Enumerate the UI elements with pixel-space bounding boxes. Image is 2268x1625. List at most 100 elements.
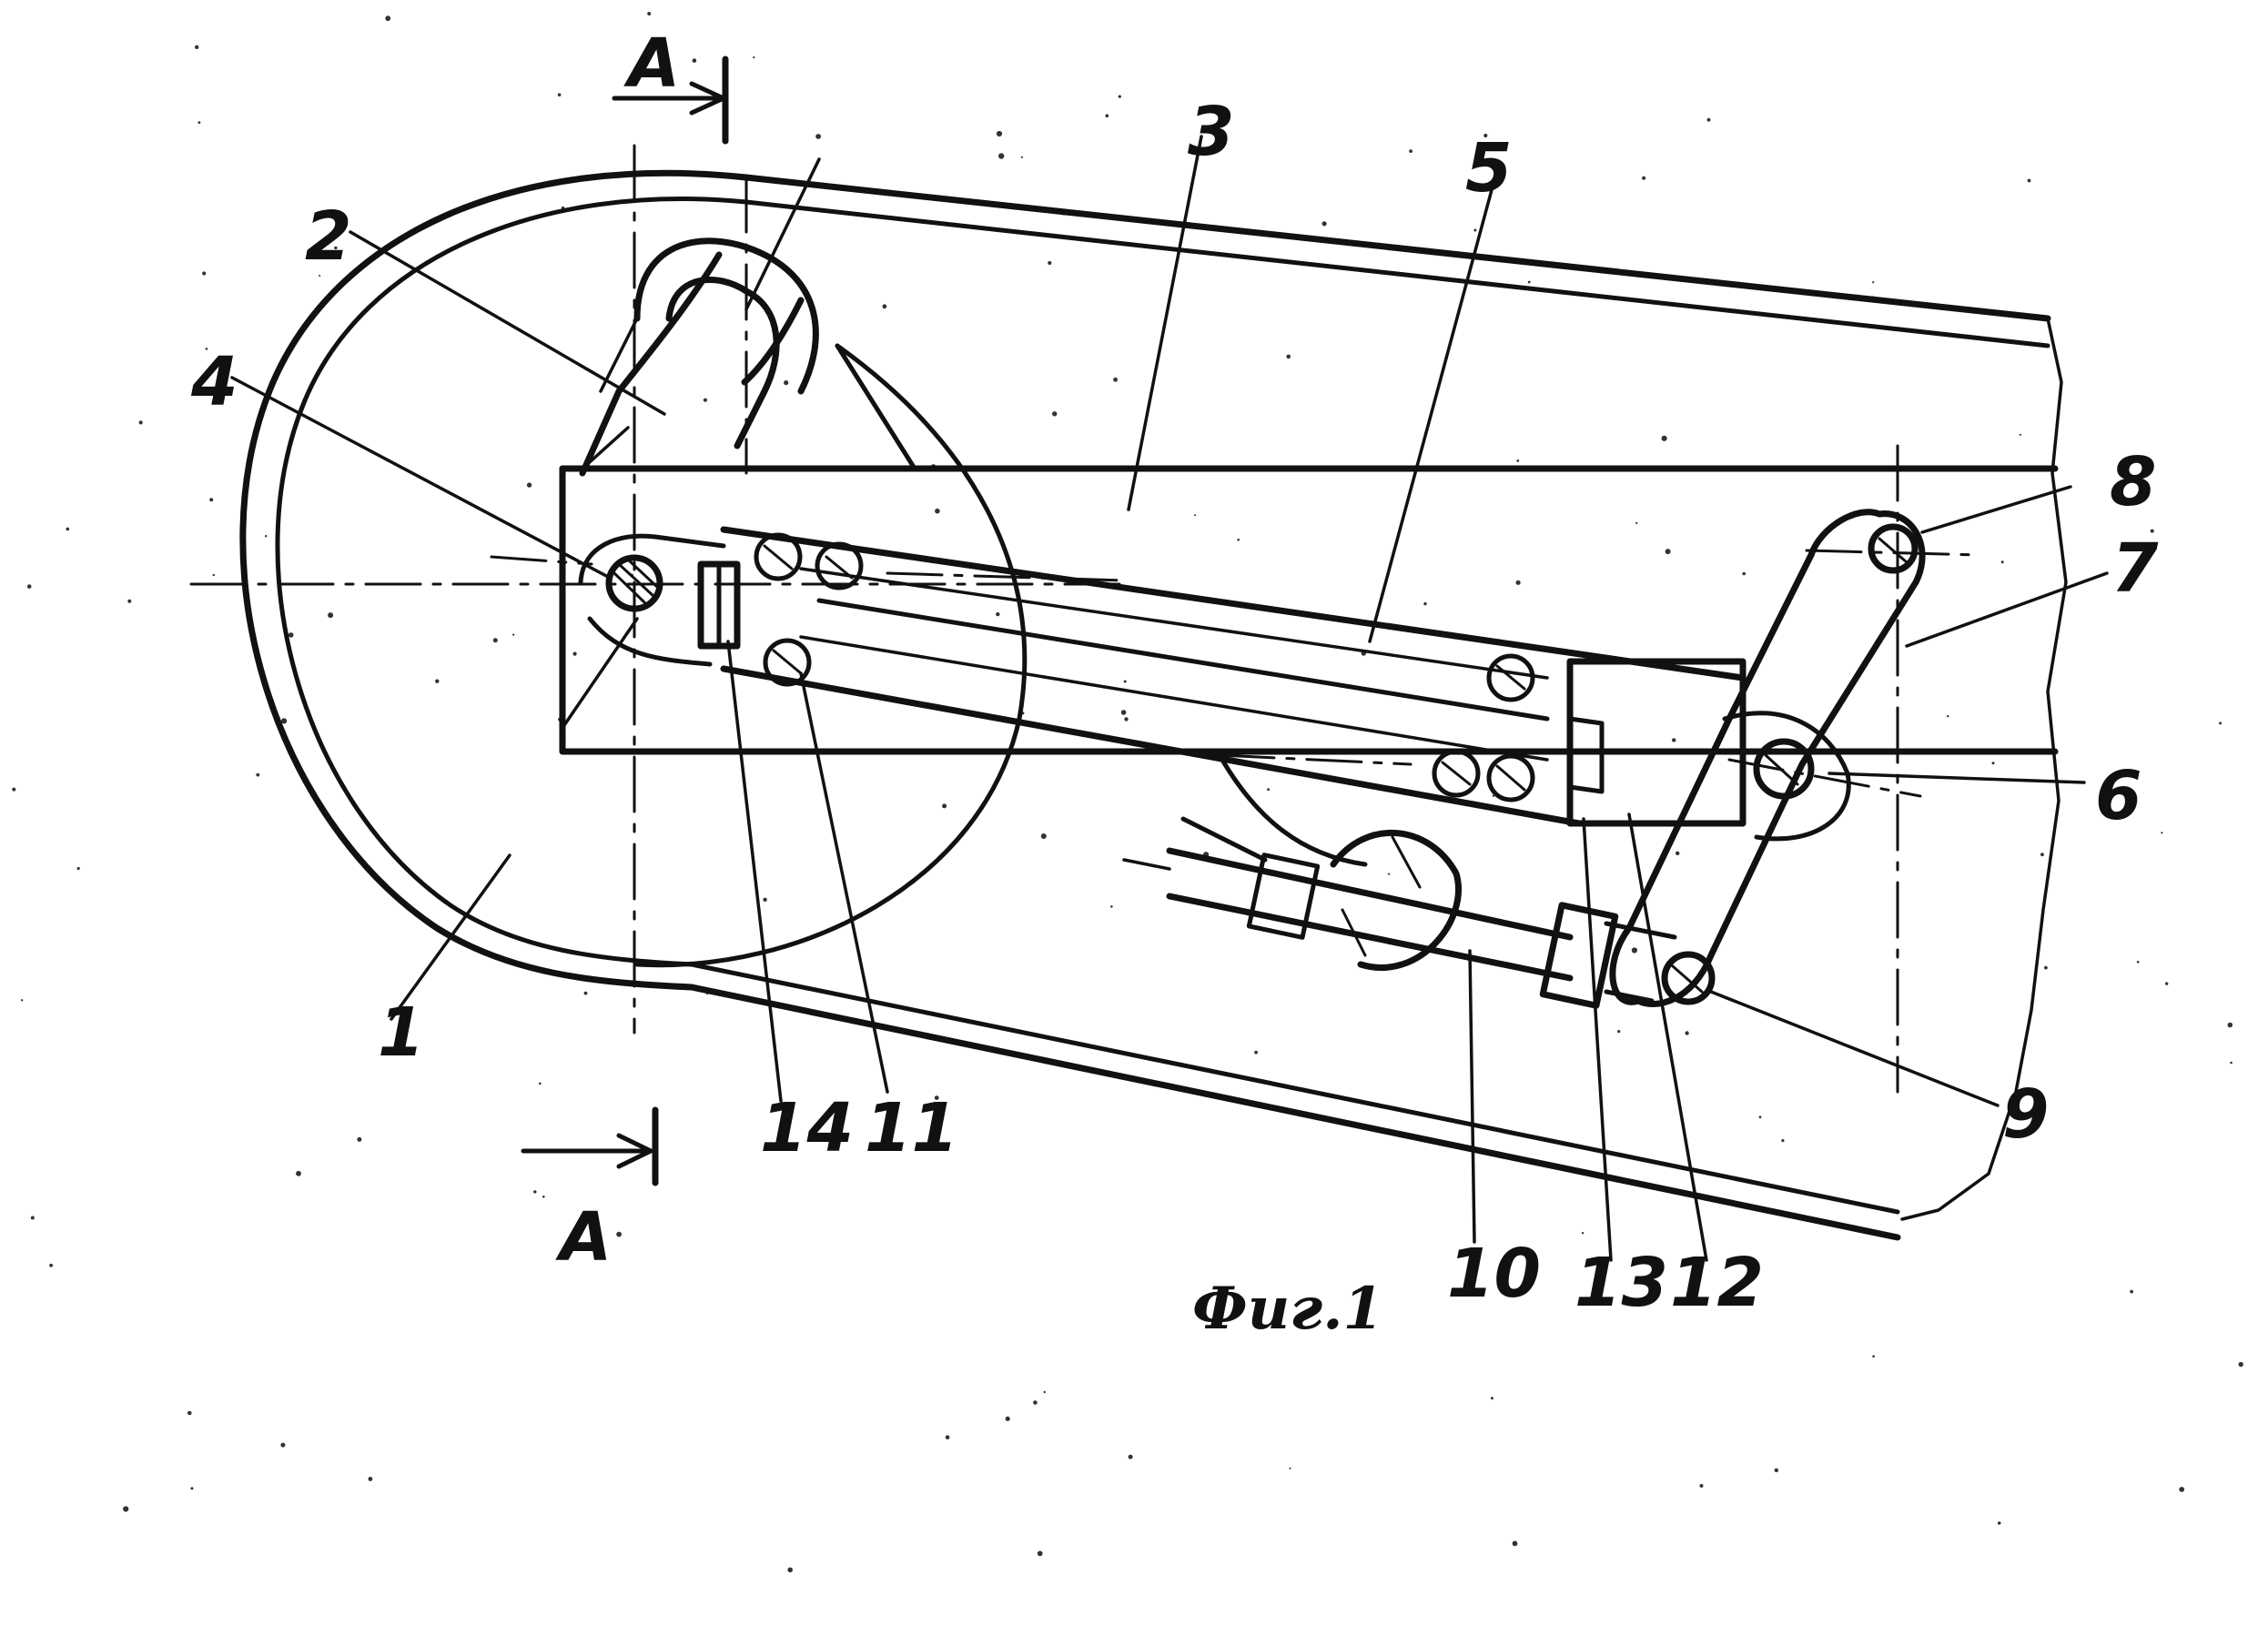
- paper-speck: [197, 121, 201, 125]
- callout-11: 11: [865, 1089, 958, 1167]
- paper-speck: [1527, 280, 1531, 284]
- paper-specks: [12, 12, 2243, 1573]
- paper-speck: [539, 1082, 542, 1085]
- pivot-6: [1753, 738, 1815, 800]
- paper-speck: [557, 93, 562, 96]
- paper-speck: [1692, 1257, 1696, 1262]
- paper-speck: [123, 1506, 129, 1512]
- section-marker-bottom: [521, 1106, 659, 1186]
- paper-speck: [2150, 529, 2154, 533]
- paper-speck: [542, 1196, 545, 1198]
- callout-12: 12: [1670, 1244, 1764, 1322]
- paper-speck: [296, 1170, 301, 1176]
- paper-speck: [784, 380, 789, 386]
- paper-speck: [2136, 961, 2140, 964]
- paper-speck: [280, 1442, 286, 1448]
- paper-speck: [1052, 411, 1058, 417]
- callout-10: 10: [1447, 1235, 1541, 1313]
- paper-speck: [1617, 1030, 1621, 1034]
- paper-speck: [1642, 176, 1646, 180]
- paper-speck: [1409, 149, 1412, 154]
- paper-speck: [2040, 853, 2044, 857]
- paper-speck: [1254, 1050, 1258, 1055]
- paper-speck: [1635, 521, 1638, 525]
- lever-2: [579, 237, 819, 477]
- paper-speck: [256, 772, 260, 777]
- paper-speck: [1128, 1454, 1133, 1459]
- paper-speck: [2179, 1487, 2185, 1492]
- paper-speck: [1685, 1031, 1689, 1035]
- paper-speck: [1473, 228, 1477, 232]
- callout-8: 8: [2110, 443, 2157, 521]
- paper-speck: [1699, 1484, 1704, 1488]
- paper-speck: [385, 15, 391, 22]
- paper-speck: [1516, 459, 1520, 462]
- paper-speck: [815, 134, 821, 139]
- paper-speck: [1118, 95, 1121, 98]
- paper-speck: [1872, 1355, 1875, 1358]
- paper-speck: [1706, 117, 1711, 122]
- paper-speck: [328, 612, 334, 619]
- section-label-top: А: [623, 25, 680, 103]
- paper-speck: [1120, 710, 1127, 715]
- paper-speck: [368, 1477, 373, 1481]
- paper-speck: [26, 584, 32, 589]
- paper-speck: [2000, 560, 2004, 564]
- paper-speck: [1676, 851, 1680, 855]
- paper-speck: [533, 1190, 537, 1194]
- paper-speck: [1423, 601, 1427, 606]
- paper-speck: [692, 58, 697, 63]
- paper-speck: [1033, 1400, 1038, 1405]
- paper-speck: [138, 420, 143, 425]
- housing-casing: [239, 169, 2068, 1241]
- paper-speck: [1194, 514, 1197, 517]
- section-label-bottom: А: [555, 1198, 612, 1277]
- paper-speck: [2130, 1289, 2134, 1294]
- callout-7: 7: [2111, 530, 2159, 608]
- paper-speck: [1758, 1115, 1762, 1119]
- paper-speck: [2027, 178, 2031, 183]
- callout-2: 2: [305, 197, 352, 276]
- paper-speck: [76, 866, 80, 871]
- leader-lines: [230, 135, 2109, 1262]
- paper-speck: [1040, 833, 1047, 839]
- paper-speck: [127, 599, 132, 603]
- paper-speck: [1388, 873, 1391, 875]
- callout-labels: 2 4 3 5 8 7 6 9 10 13 12 11 14 1 А А: [190, 25, 2159, 1322]
- callout-14: 14: [760, 1089, 854, 1167]
- paper-speck: [1490, 1397, 1493, 1400]
- paper-speck: [1043, 1390, 1046, 1394]
- paper-speck: [998, 153, 1005, 159]
- paper-speck: [1492, 794, 1495, 797]
- figure-caption: Фиг.1: [1192, 1275, 1383, 1343]
- paper-speck: [512, 633, 515, 636]
- paper-speck: [526, 482, 532, 488]
- paper-speck: [1665, 549, 1671, 555]
- callout-4: 4: [190, 343, 238, 421]
- paper-speck: [209, 498, 214, 502]
- paper-speck: [1661, 435, 1667, 441]
- paper-speck: [583, 991, 588, 995]
- link-7: [1609, 509, 1926, 1007]
- paper-speck: [334, 246, 338, 250]
- paper-speck: [195, 45, 199, 49]
- bracket-plate: [559, 426, 2059, 755]
- paper-speck: [20, 999, 24, 1002]
- nut-group-11: [754, 532, 864, 687]
- paper-speck: [1321, 221, 1327, 227]
- paper-speck: [1048, 260, 1052, 266]
- paper-speck: [288, 632, 294, 638]
- paper-speck: [935, 508, 940, 514]
- paper-speck: [2019, 433, 2021, 436]
- paper-speck: [2238, 1361, 2243, 1368]
- callout-9: 9: [2002, 1075, 2050, 1154]
- paper-speck: [572, 651, 577, 656]
- callout-6: 6: [2095, 757, 2142, 835]
- callout-3: 3: [1188, 93, 1235, 171]
- paper-speck: [1123, 680, 1127, 683]
- callout-1: 1: [378, 994, 425, 1072]
- paper-speck: [1286, 354, 1291, 359]
- paper-speck: [1742, 571, 1746, 576]
- paper-speck: [1289, 1467, 1291, 1469]
- paper-speck: [212, 573, 215, 577]
